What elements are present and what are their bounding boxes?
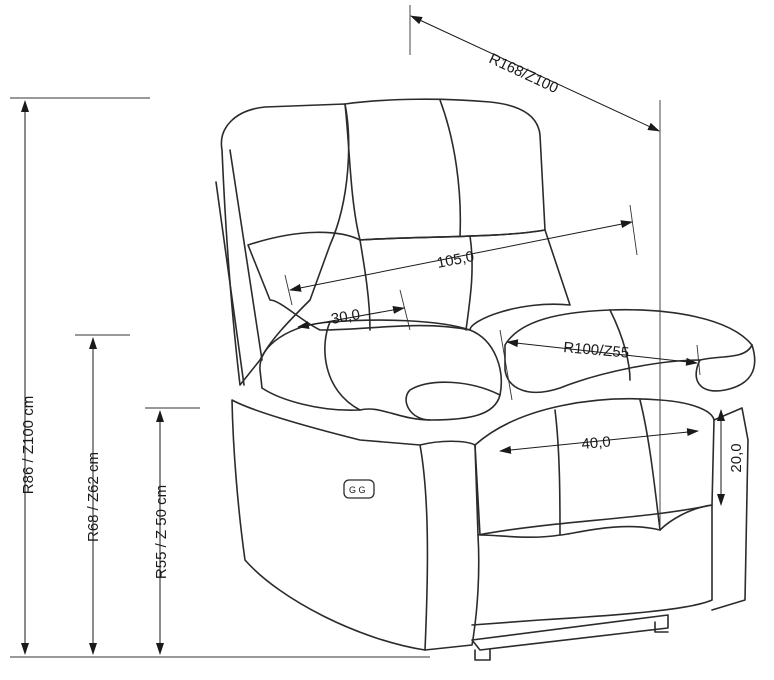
left-armrest	[259, 319, 502, 421]
seat-width-label: 40,0	[581, 434, 612, 453]
back-width-dimension-line	[289, 220, 633, 292]
svg-text:G G: G G	[349, 485, 366, 495]
chair-left-side-panel	[220, 103, 350, 386]
chair-back-frame-edge	[215, 149, 263, 386]
recline-button-icon: G G	[343, 479, 375, 499]
back-cushion-left	[344, 98, 546, 241]
overall-length-dimension-line	[410, 15, 660, 132]
seat-depth-label: R100/Z55	[563, 339, 630, 362]
chair-right-lower	[711, 407, 749, 611]
cushion-thickness-label: 20,0	[728, 443, 745, 472]
chair-foot-rail	[471, 614, 669, 661]
right-armrest-seams	[609, 309, 753, 381]
back-cushion-middle	[247, 229, 571, 331]
back-width-extension-left	[284, 274, 293, 306]
seat-width-dimension-line	[499, 428, 699, 454]
overall-length-label: R168/Z100	[486, 50, 560, 97]
chair-base-body	[231, 399, 429, 651]
chair-footrest	[471, 504, 713, 626]
back-width-extension-right	[629, 204, 638, 256]
left-armrest-front	[324, 321, 501, 421]
total-height-label: R86 / Z100 cm	[20, 396, 37, 494]
back-cushion-seams	[359, 99, 473, 331]
chair-front-panel	[419, 440, 480, 651]
armrest-height-label: R68 / Z62 cm	[85, 452, 102, 542]
back-width-label: 105,0	[436, 248, 476, 272]
armchair-drawing	[215, 98, 756, 661]
seat-height-label: R55 / Z 50 cm	[153, 485, 170, 579]
seat-cushion-seams	[554, 399, 661, 536]
seat-depth-extension-left	[499, 329, 513, 401]
seat-cushion	[474, 398, 715, 539]
armrest-width-extension-right	[399, 289, 411, 331]
armrest-width-label: 30,0	[330, 306, 362, 328]
armrest-width-dimension-line	[297, 306, 405, 329]
seat-depth-dimension-line	[506, 339, 698, 366]
